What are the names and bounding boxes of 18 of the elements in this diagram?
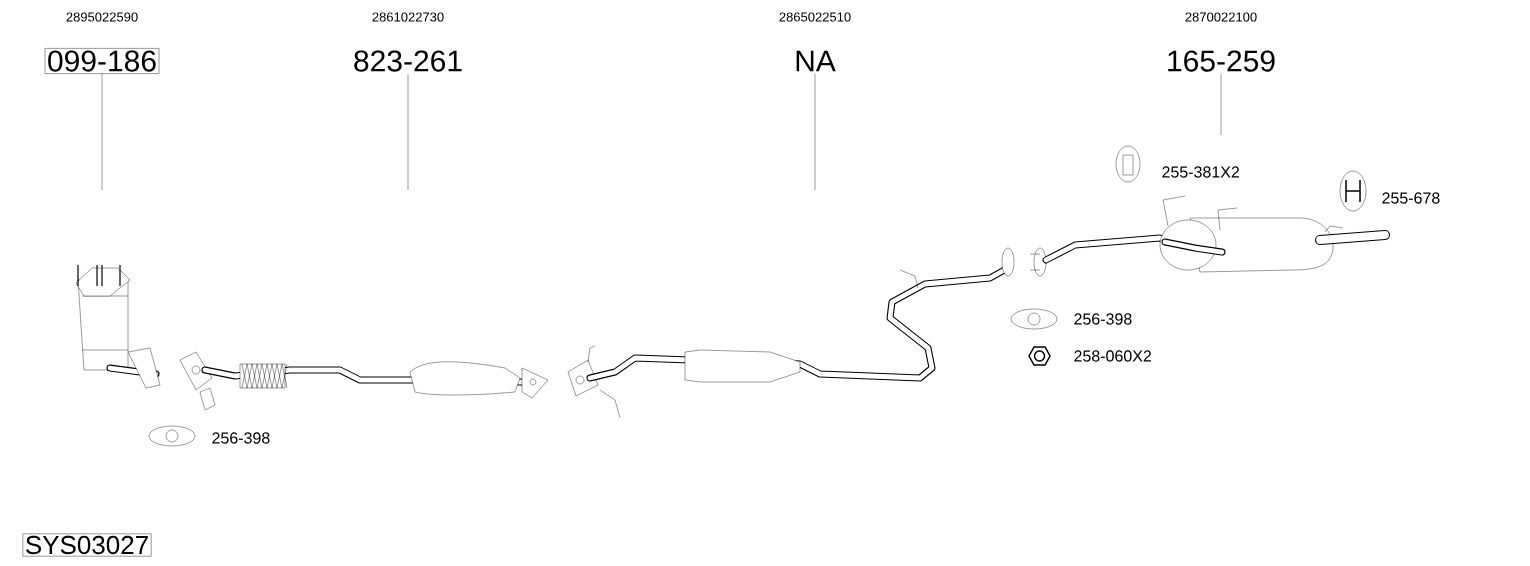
part-label: 255-381X2 [1162, 166, 1239, 178]
part-label: 256-398 [1074, 313, 1132, 325]
part-label: 256-398 [212, 432, 270, 444]
part-label: 255-678 [1382, 192, 1440, 204]
part-number: 2861022730 [372, 12, 444, 22]
reference-box: 099-186 [44, 48, 160, 74]
leader-line [407, 73, 409, 191]
leader-line [1220, 73, 1222, 136]
reference-number: NA [796, 50, 836, 72]
part-number: 2895022590 [66, 12, 138, 22]
reference-number: 165-259 [1168, 50, 1275, 72]
part-number: 2870022100 [1185, 12, 1257, 22]
part-label: 258-060X2 [1074, 350, 1151, 362]
leader-line [101, 73, 103, 191]
leader-line [814, 73, 816, 191]
part-number: 2865022510 [779, 12, 851, 22]
system-code-box: SYS03027 [22, 533, 152, 557]
reference-number: 823-261 [354, 50, 462, 72]
